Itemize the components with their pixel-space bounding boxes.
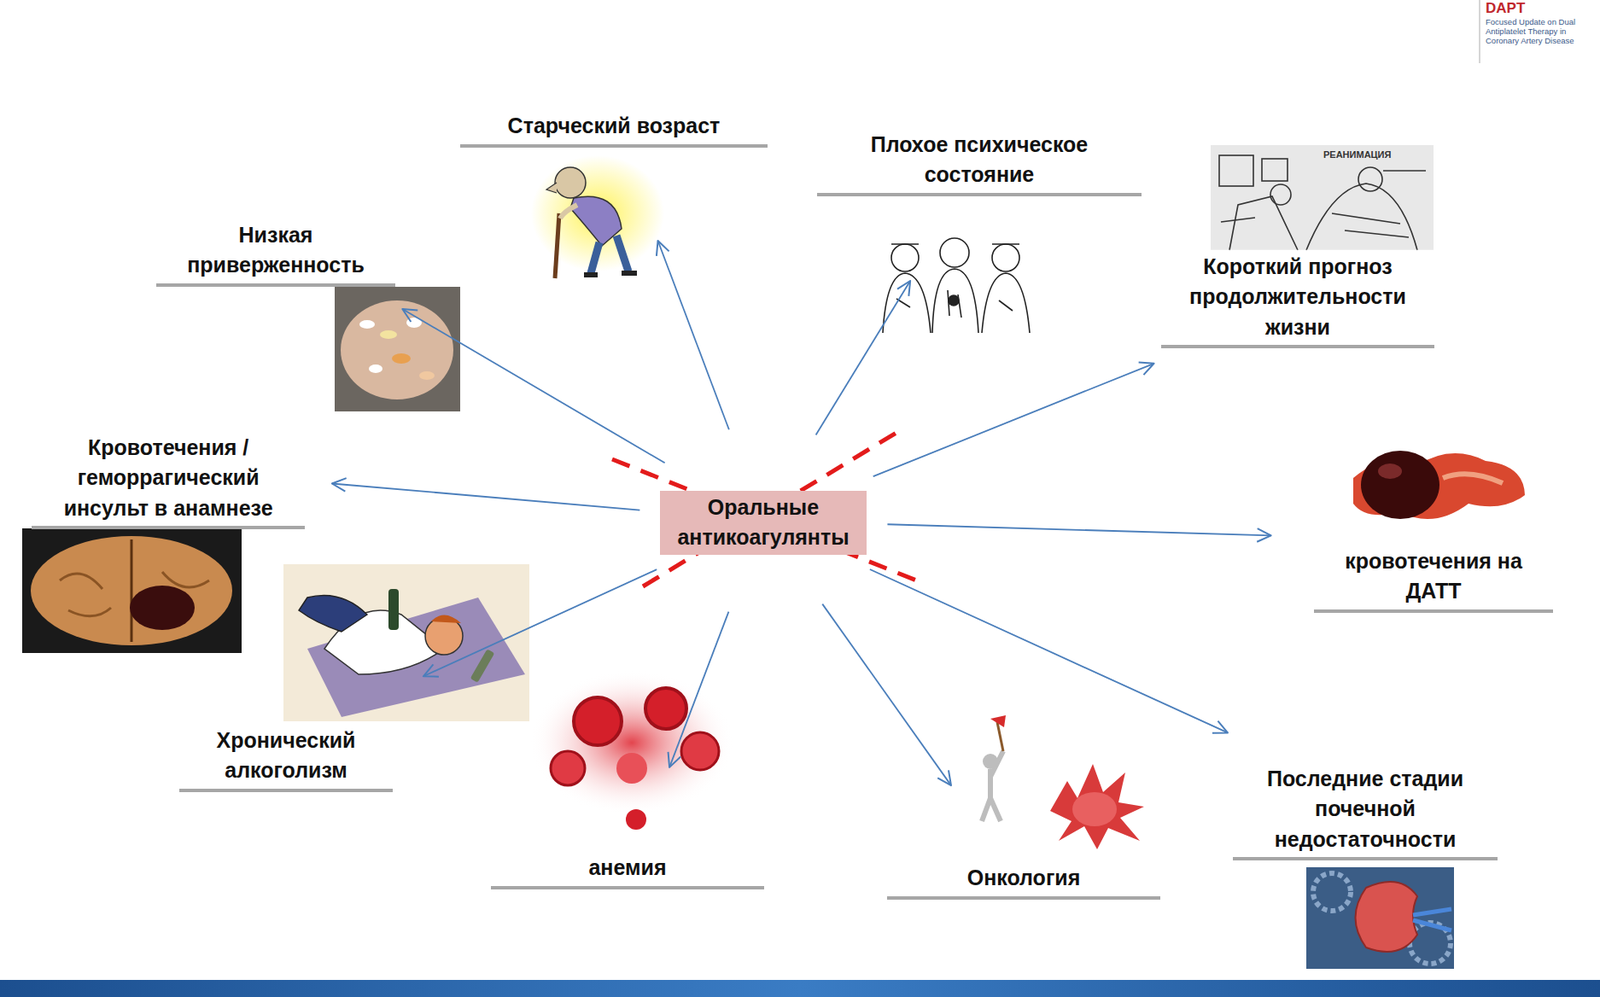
factor-label: Плохое психическое состояние (817, 127, 1142, 197)
factor-ellipse: Старческий возраст (426, 0, 801, 248)
connector-arrow (332, 478, 640, 510)
factor-ellipse: Кровотечения / геморрагический инсульт в… (1, 348, 335, 592)
connector-arrow (668, 612, 730, 768)
central-ellipse: Оральные антикоагулянты (636, 422, 889, 619)
doctors-sketch (869, 232, 1043, 333)
factor-ellipse: Плохое психическое состояние (781, 44, 1177, 292)
factor-label: кровотечения на ДАТТ (1313, 543, 1554, 614)
factor-label: Старческий возраст (460, 108, 768, 148)
connector-arrow (822, 604, 952, 787)
factor-ellipse: Онкология (857, 770, 1191, 997)
factor-ellipse: Последние стадии почечной недостаточност… (1198, 678, 1532, 914)
factor-label: Онкология (887, 860, 1161, 900)
bottom-bar (0, 980, 1600, 997)
alcoholism-cartoon (283, 564, 530, 722)
reanimation-sketch (1210, 145, 1434, 251)
old-man-picture (525, 152, 669, 284)
bleeding-tissue-picture (1348, 431, 1529, 543)
connector-arrow (887, 524, 1271, 543)
connector-arrow (816, 280, 911, 435)
connector-arrow (423, 569, 657, 678)
factor-ellipse: Низкая приверженность (109, 115, 443, 355)
logo-subtitle: Focused Update on Dual Antiplatelet Ther… (1485, 17, 1595, 47)
factor-label: Низкая приверженность (156, 217, 396, 287)
connector-arrow (873, 362, 1155, 478)
connector-arrow (870, 569, 1228, 734)
connector-arrow (402, 309, 665, 463)
factor-label: Последние стадии почечной недостаточност… (1232, 761, 1498, 862)
factor-ellipse: кровотечения на ДАТТ (1269, 425, 1599, 656)
pills-in-hand-picture (334, 286, 461, 412)
illustration-caption: РЕАНИМАЦИЯ (1321, 149, 1393, 161)
oncology-picture (960, 700, 1153, 854)
connector-arrow (656, 240, 730, 430)
factor-ellipse: анемия (461, 760, 795, 996)
logo-title: DAPT (1485, 0, 1525, 18)
factor-label: Хронический алкоголизм (179, 723, 393, 793)
factor-ellipse: Короткий прогноз продолжительности жизни (1129, 188, 1467, 424)
factor-label: анемия (490, 850, 765, 890)
factor-label: Короткий прогноз продолжительности жизни (1161, 249, 1435, 350)
kidney-picture (1306, 867, 1455, 970)
logo-rule (1478, 0, 1481, 64)
factor-ellipse: Хронический алкоголизм (119, 622, 453, 858)
factor-label: Кровотечения / геморрагический инсульт в… (31, 430, 305, 531)
central-label: Оральные антикоагулянты (659, 490, 867, 555)
brain-hemorrhage-picture (22, 528, 242, 654)
anemia-picture (525, 670, 745, 846)
ellipse-shape (1269, 425, 1599, 656)
cross-out-mark (612, 428, 919, 587)
